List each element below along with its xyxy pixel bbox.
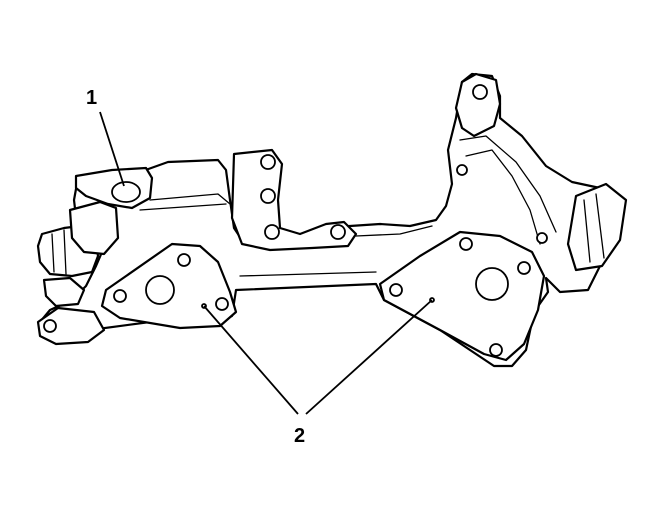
left-flange-bolt-1 [177,253,191,267]
tower-hole [472,84,488,100]
center-arch [139,148,433,277]
foot-hole [43,319,57,333]
ear-hole [111,181,141,203]
left-flange-bolt-2 [113,289,127,303]
arch-hole-3 [264,224,280,240]
left-flange-port [145,275,175,305]
right-flange-bolt-2 [517,261,531,275]
left-flange [100,242,238,330]
right-connector [566,182,628,272]
right-flange-port [475,267,509,301]
right-flange-bolt-1 [459,237,473,251]
upper-left-ear [74,166,154,210]
tower-hole-3 [536,232,548,244]
right-flange [378,230,546,362]
leader-lines [99,111,433,415]
bracket-body [38,72,626,368]
left-foot [36,306,106,346]
arch-hole-4 [330,224,346,240]
leader-1 [99,111,125,187]
callout-2: 2 [294,425,305,447]
left-flange-bolt-3 [215,297,229,311]
leader-2-right [305,299,433,415]
right-flange-bolt-3 [389,283,403,297]
left-outlet [36,200,120,308]
arch-hole-1 [260,154,276,170]
right-tower [454,72,557,245]
tower-hole-2 [456,164,468,176]
arch-hole-2 [260,188,276,204]
right-flange-bolt-4 [489,343,503,357]
leader-2-left [203,305,299,415]
callout-1: 1 [86,87,97,109]
